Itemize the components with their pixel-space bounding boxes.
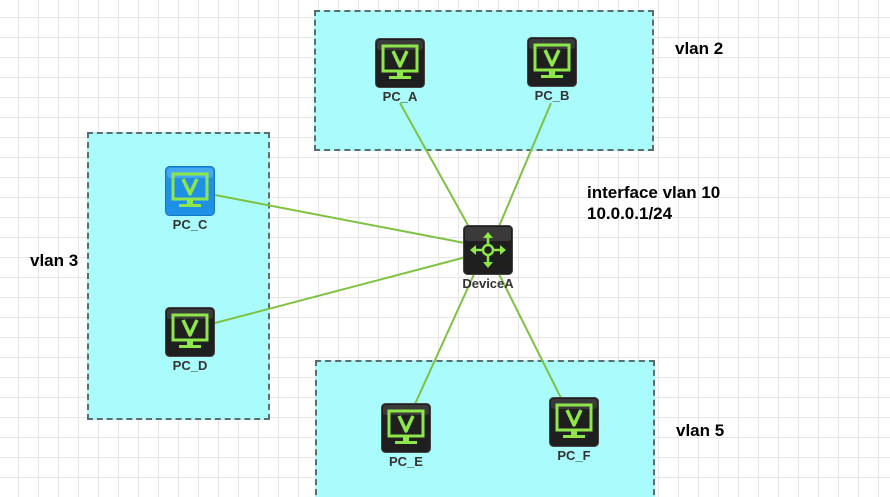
node-label: PC_F [557,448,591,463]
node-label: PC_A [382,89,418,104]
vlan3-label: vlan 3 [30,251,79,270]
node-pc-c[interactable]: PC_C [145,166,235,232]
link-pc-a-devicea[interactable] [399,102,475,237]
node-pc-d[interactable]: PC_D [145,307,235,373]
link-pc-f-devicea[interactable] [496,269,562,399]
node-pc-e[interactable]: PC_E [361,403,451,469]
interface-address: 10.0.0.1/24 [587,204,673,223]
link-pc-b-devicea[interactable] [494,102,552,237]
monitor-icon [165,307,215,357]
link-pc-c-devicea[interactable] [214,194,471,245]
link-pc-d-devicea[interactable] [214,255,471,324]
device-label: DeviceA [462,276,514,291]
monitor-icon [381,403,431,453]
vlan2-zone[interactable] [314,10,654,151]
monitor-icon [527,37,577,87]
node-label: PC_E [389,454,423,469]
monitor-icon [549,397,599,447]
interface-annotation: interface vlan 10 10.0.0.1/24 [587,182,720,224]
node-label: PC_B [534,88,570,103]
switch-arrows-icon [463,225,513,275]
node-label: PC_C [172,217,208,232]
node-devicea[interactable]: DeviceA [443,225,533,291]
node-pc-b[interactable]: PC_B [507,37,597,103]
link-pc-e-devicea[interactable] [414,269,477,405]
node-pc-f[interactable]: PC_F [529,397,619,463]
node-label: PC_D [172,358,208,373]
vlan2-label: vlan 2 [675,39,724,58]
interface-name: interface vlan 10 [587,183,721,202]
vlan5-label: vlan 5 [676,421,725,440]
monitor-icon [375,38,425,88]
monitor-icon [165,166,215,216]
node-pc-a[interactable]: PC_A [355,38,445,104]
